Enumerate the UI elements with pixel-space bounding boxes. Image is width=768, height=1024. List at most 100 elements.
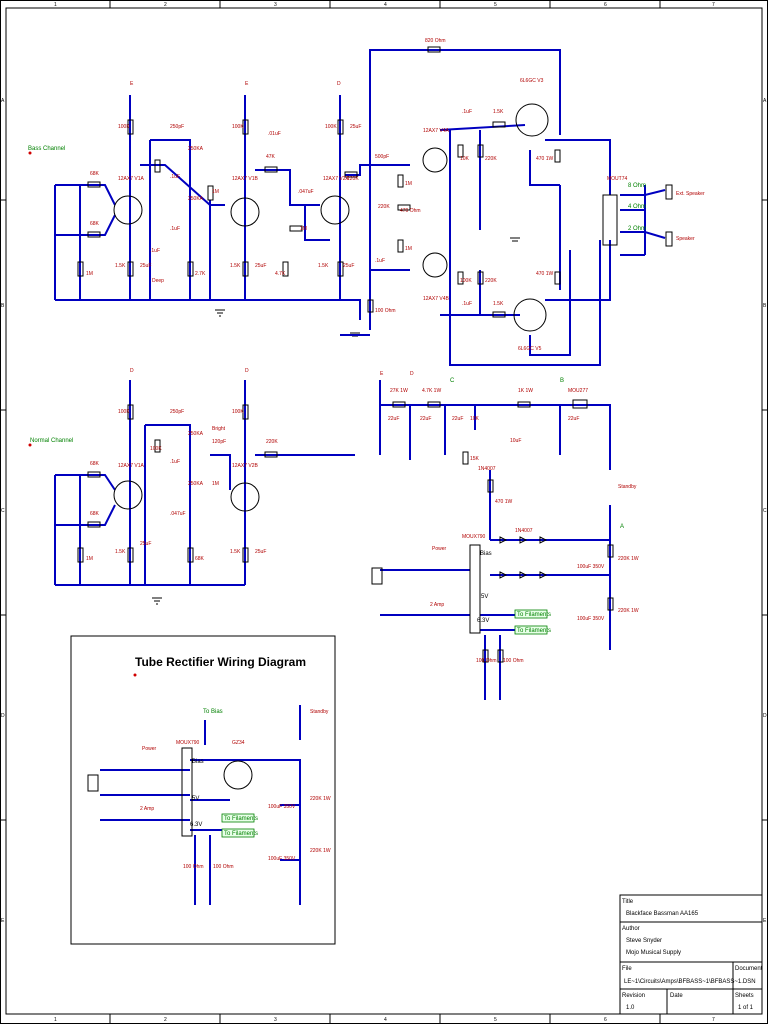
label-tube-v2a: 12AX7 V2A [323, 176, 350, 182]
zone-right-a: A [763, 98, 767, 104]
label-bias: Bias [480, 551, 492, 557]
label-n-r-220k: 220K [266, 439, 278, 445]
zone-bottom-1: 1 [54, 1017, 57, 1023]
label-diode-bias: 1N4007 [478, 466, 496, 472]
zone-top-3: 3 [274, 2, 277, 8]
inset-fuse: 2 Amp [140, 806, 154, 812]
bass-channel-label: Bass Channel [28, 146, 65, 152]
inset-bias: Bias [192, 759, 204, 765]
zone-bottom-6: 6 [604, 1017, 607, 1023]
label-2-ohm: 2 Ohm [628, 226, 646, 232]
label-n-r-1m-vol: 1M [212, 481, 219, 487]
inset-63v: 6.3V [190, 822, 202, 828]
zone-right-d: D [763, 713, 767, 719]
inset-to-bias: To Bias [203, 709, 223, 715]
filaments-box-1 [514, 609, 548, 619]
title-block [619, 894, 763, 1015]
label-r-1m-pi: 1M [405, 181, 412, 187]
label-r-100-ohm-b: 100 Ohm [503, 658, 524, 664]
label-c-22uf-4: 22uF [568, 416, 579, 422]
ground-symbols [152, 237, 520, 605]
label-standby: Standby [618, 484, 637, 490]
tb-title-label: Title [622, 899, 634, 905]
label-r-470-1w-top: 470 1W [536, 156, 554, 162]
inset-power: Power [142, 746, 157, 752]
label-choke: MOU277 [568, 388, 588, 394]
tb-author2: Mojo Musical Supply [626, 950, 681, 956]
label-r-1m-mid: 1M [300, 226, 307, 232]
label-n-r-1m: 1M [86, 556, 93, 562]
label-n-r-250ka-1: 250KA [188, 431, 204, 437]
label-r-470-1w-bot: 470 1W [536, 271, 554, 277]
label-c-01uf: .01uF [268, 131, 281, 137]
tb-revision: 1.0 [626, 1005, 635, 1011]
label-filaments-1: To Filaments [517, 612, 551, 618]
label-r-15k-bias: 15K [470, 456, 480, 462]
zone-top-1: 1 [54, 2, 57, 8]
label-n-tube-v1: 12AX7 V1A [118, 463, 145, 469]
label-node-a-supply: A [620, 524, 624, 530]
inset-r2: 220K 1W [310, 848, 331, 854]
label-r-100k-2: 100K [232, 124, 244, 130]
label-r-100k-1: 100K [118, 124, 130, 130]
zone-right-b: B [763, 303, 767, 309]
label-c-500pf: 500pF [375, 154, 389, 160]
inset-filaments-1: To Filaments [224, 816, 258, 822]
tb-file: LE~1\Circuits\Amps\BFBASS~1\BFBASS~1.DSN [624, 979, 756, 985]
inset-xfmr: MOUX790 [176, 740, 200, 746]
tube-v4b [422, 252, 448, 278]
label-n-tube-v2b: 12AX7 V2B [232, 463, 259, 469]
label-n-bright: Bright [212, 426, 226, 432]
zone-right-e: E [763, 918, 767, 924]
tube-v1b-normal [113, 480, 143, 510]
label-c-1uf-3: .1uF [150, 248, 160, 254]
inset-c2: 100uF 350V [268, 856, 296, 862]
label-node-e-2: E [245, 81, 249, 87]
label-node-c-supply: C [450, 378, 455, 384]
tube-v1b [230, 197, 260, 227]
label-c-22uf-1: 22uF [388, 416, 399, 422]
label-xfmr-out: MOUT74 [607, 176, 628, 182]
label-r-1k-1w: 1K 1W [518, 388, 533, 394]
zone-bottom-5: 5 [494, 1017, 497, 1023]
label-tube-v4b: 12AX7 V4B [423, 296, 450, 302]
label-r-47k-1w: 4.7K 1W [422, 388, 441, 394]
label-r-250ka-1: 250KA [188, 146, 204, 152]
label-n-c-25uf-1: 25uF [140, 541, 151, 547]
label-r-470-1w-bias: 470 1W [495, 499, 513, 505]
label-r-220k-bot: 220K [485, 278, 497, 284]
inset-r100b: 100 Ohm [213, 864, 234, 870]
label-c-250uf: 25uF [350, 124, 361, 130]
normal-channel-label: Normal Channel [30, 438, 73, 444]
zone-bottom-7: 7 [712, 1017, 715, 1023]
tube-v1a [113, 195, 143, 225]
bass-resistors [77, 119, 358, 277]
label-8-ohm: 8 Ohm [628, 183, 646, 189]
tube-v4a [422, 147, 448, 173]
label-fuse: 2 Amp [430, 602, 444, 608]
zone-left-d: D [1, 713, 5, 719]
label-n-c-1uf: .1uF [170, 459, 180, 465]
label-r-100k-3: 100K [325, 124, 337, 130]
tb-author1: Steve Snyder [626, 938, 662, 944]
bass-channel-wiring [54, 95, 385, 320]
label-r-15k-2: 1.5K [230, 263, 241, 269]
label-node-e-1: E [130, 81, 134, 87]
zone-left-c: C [1, 508, 5, 514]
tb-sheets-label: Sheets [735, 993, 754, 999]
inset-transformer [181, 747, 193, 837]
inset-standby: Standby [310, 709, 329, 715]
label-diode-1: 1N4007 [515, 528, 533, 534]
power-plug [371, 567, 383, 585]
tube-v2b [230, 482, 260, 512]
label-4-ohm: 4 Ohm [628, 204, 646, 210]
label-power: Power [432, 546, 447, 552]
label-n-r-100k-2: 100K [232, 409, 244, 415]
inset-rect: GZ34 [232, 740, 245, 746]
label-n-c-25uf-2: 25uF [255, 549, 266, 555]
label-c-22uf-3: 22uF [452, 416, 463, 422]
zone-bottom-2: 2 [164, 1017, 167, 1023]
label-r-47k-bass: 4.7K [275, 271, 286, 277]
